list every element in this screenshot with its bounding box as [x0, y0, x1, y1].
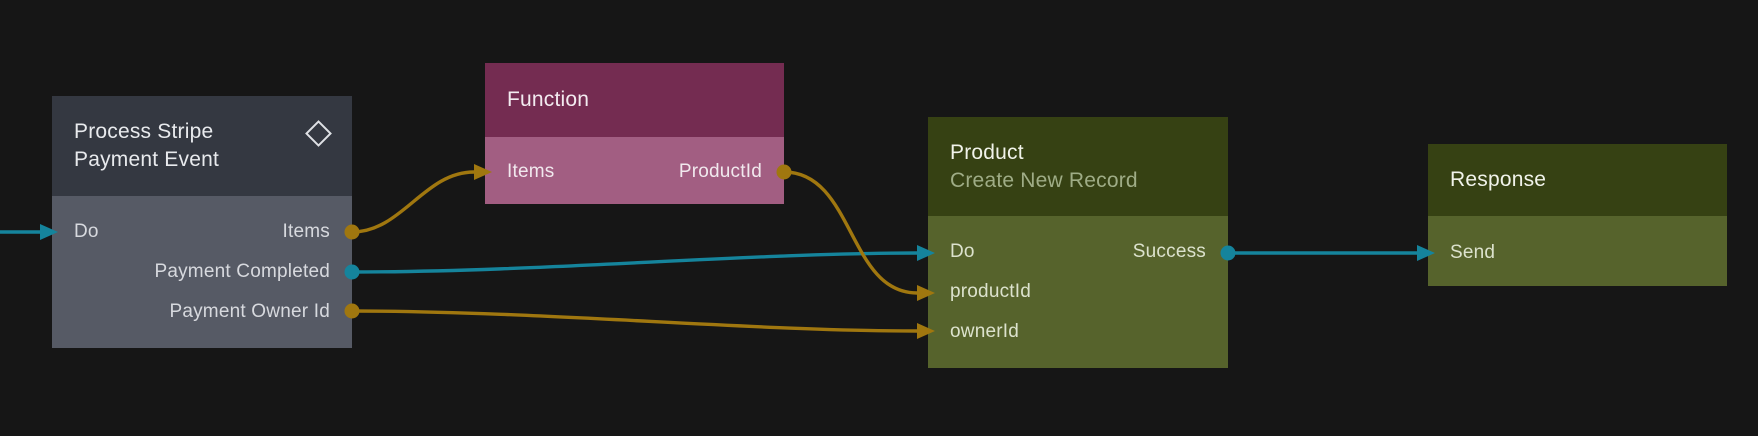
- port-row: Items ProductId: [485, 152, 784, 192]
- node-response[interactable]: Response Send: [1428, 144, 1727, 286]
- connection-owner-id-to-product-ownerid[interactable]: [351, 309, 918, 333]
- node-title: Product: [950, 140, 1024, 164]
- output-port-success[interactable]: Success: [1132, 241, 1206, 262]
- node-header: Response: [1428, 144, 1727, 216]
- input-port-items[interactable]: Items: [507, 161, 555, 182]
- diamond-icon: [305, 120, 332, 147]
- node-body: Items ProductId: [485, 137, 784, 204]
- port-row: Do Items: [52, 212, 352, 252]
- port-row: Do Success: [928, 232, 1228, 272]
- node-title: Response: [1450, 168, 1547, 191]
- output-port-payment-owner-id[interactable]: Payment Owner Id: [169, 301, 330, 322]
- port-row: Payment Owner Id: [52, 292, 352, 332]
- connection-items-to-function-items[interactable]: [351, 170, 475, 234]
- input-port-do[interactable]: Do: [950, 241, 975, 262]
- connection-productid-to-product-productid[interactable]: [783, 170, 918, 295]
- node-title: Process Stripe Payment Event: [74, 120, 220, 171]
- node-process-stripe-payment-event[interactable]: Process Stripe Payment Event Do Items Pa…: [52, 96, 352, 348]
- port-row: ownerId: [928, 312, 1228, 352]
- node-title: Function: [507, 88, 590, 111]
- connection-payment-completed-to-product-do[interactable]: [351, 251, 918, 274]
- node-body: Send: [1428, 216, 1727, 286]
- port-row: Send: [1428, 233, 1727, 273]
- node-body: Do Items Payment Completed Payment Owner…: [52, 196, 352, 348]
- input-port-send[interactable]: Send: [1450, 242, 1496, 263]
- port-row: productId: [928, 272, 1228, 312]
- node-header: Function: [485, 63, 784, 137]
- output-port-items[interactable]: Items: [282, 221, 330, 242]
- node-header: Product Create New Record: [928, 117, 1228, 216]
- output-port-productid[interactable]: ProductId: [678, 161, 762, 182]
- input-port-productid[interactable]: productId: [950, 281, 1032, 302]
- node-header: Process Stripe Payment Event: [52, 96, 352, 196]
- node-body: Do Success productId ownerId: [928, 216, 1228, 368]
- output-port-payment-completed[interactable]: Payment Completed: [154, 261, 330, 282]
- input-port-ownerid[interactable]: ownerId: [950, 321, 1019, 342]
- node-function[interactable]: Function Items ProductId: [485, 63, 784, 204]
- input-port-do[interactable]: Do: [74, 221, 99, 242]
- node-product-create-new-record[interactable]: Product Create New Record Do Success pro…: [928, 117, 1228, 368]
- port-row: Payment Completed: [52, 252, 352, 292]
- node-subtitle: Create New Record: [950, 168, 1138, 192]
